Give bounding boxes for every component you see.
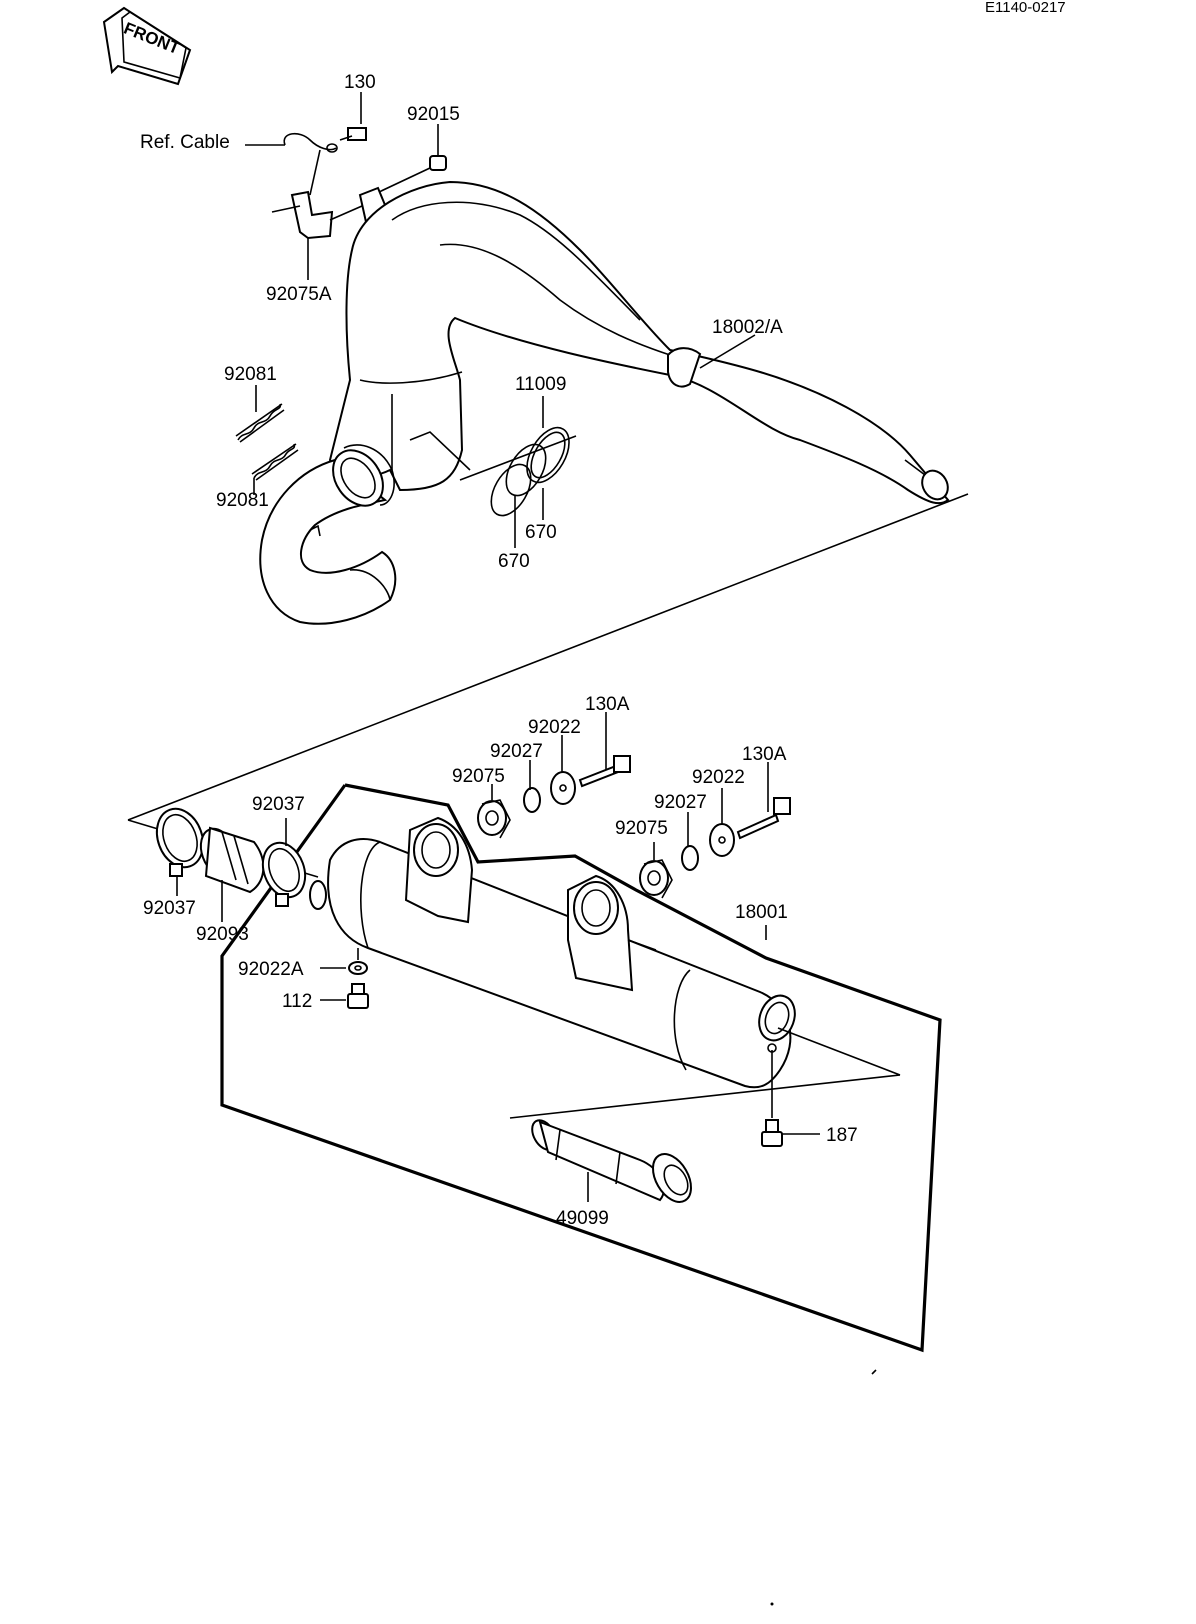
washer-92022A: [320, 948, 368, 975]
gasket-set-11009-670: [409, 396, 577, 548]
label-92037-front: 92037: [143, 898, 196, 919]
mount-group-1: [477, 712, 631, 839]
label-187: 187: [826, 1125, 858, 1146]
label-130: 130: [344, 72, 376, 93]
label-92081-lower: 92081: [216, 490, 269, 511]
clamp-92037-front: [155, 807, 205, 896]
label-92075A: 92075A: [266, 284, 332, 305]
bolt-112: [320, 983, 369, 1009]
label-92027-1: 92027: [490, 741, 543, 762]
spark-arrester-49099: [531, 1119, 692, 1203]
expansion-chamber-18002A: [259, 180, 950, 625]
mount-group-2: [639, 762, 791, 899]
bracket-92075A: [271, 190, 363, 280]
label-92093: 92093: [196, 924, 249, 945]
clamp-92037-rear: [261, 818, 307, 907]
assembly-link-line: [127, 493, 969, 821]
label-49099: 49099: [556, 1208, 609, 1229]
bolt-130: [339, 92, 367, 141]
spring-92081-lower: [251, 443, 299, 495]
label-670-a: 670: [525, 522, 557, 543]
front-arrow-icon: FRONT: [102, 6, 192, 86]
label-92075-1: 92075: [452, 766, 505, 787]
muffler-18001: [309, 816, 796, 1089]
label-92027-2: 92027: [654, 792, 707, 813]
diagram-code: E1140-0217: [985, 0, 1066, 16]
label-92037-rear: 92037: [252, 794, 305, 815]
label-92022-2: 92022: [692, 767, 745, 788]
bolt-187: [761, 1119, 820, 1147]
label-18002A: 18002/A: [712, 317, 783, 338]
label-11009: 11009: [515, 374, 566, 395]
ref-cable-clip: [245, 132, 338, 196]
label-92081-upper: 92081: [224, 364, 277, 385]
ref-cable-label: Ref. Cable: [140, 132, 230, 153]
connector-92093: [199, 826, 265, 922]
label-92015: 92015: [407, 104, 460, 125]
label-92075-2: 92075: [615, 818, 668, 839]
label-18001: 18001: [735, 902, 788, 923]
label-92022A: 92022A: [238, 959, 304, 980]
label-670-b: 670: [498, 551, 530, 572]
muffler-group-frame: [220, 783, 942, 1353]
label-130A-1: 130A: [585, 694, 630, 715]
label-112: 112: [282, 991, 312, 1012]
spring-92081-upper: [235, 385, 285, 443]
label-130A-2: 130A: [742, 744, 787, 765]
label-92022-1: 92022: [528, 717, 581, 738]
